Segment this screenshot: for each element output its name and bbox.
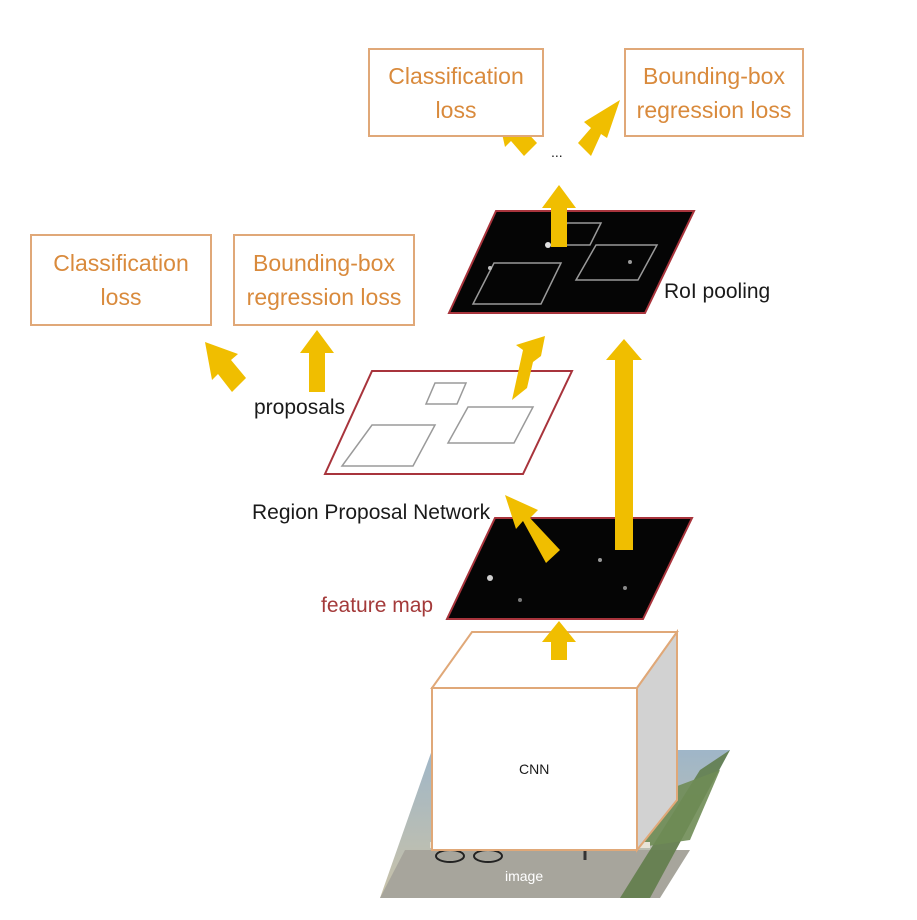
arrow-to-rpn-classification <box>205 342 246 392</box>
rpn-classification-loss-box: Classification loss <box>30 234 212 326</box>
region-proposal-network-label: Region Proposal Network <box>252 501 490 525</box>
rpn-bbox-loss-line1: Bounding-box <box>253 246 395 280</box>
roi-pooling-plane <box>449 211 694 313</box>
feature-map-label: feature map <box>321 594 433 618</box>
top-bbox-regression-loss-box: Bounding-box regression loss <box>624 48 804 137</box>
top-classification-loss-line1: Classification <box>388 59 524 93</box>
proposals-plane <box>325 371 572 474</box>
roi-pooling-label: RoI pooling <box>664 280 770 304</box>
rpn-bbox-regression-loss-box: Bounding-box regression loss <box>233 234 415 326</box>
feature-map-plane <box>447 518 692 619</box>
top-classification-loss-box: Classification loss <box>368 48 544 137</box>
rpn-classification-loss-line2: loss <box>101 280 142 314</box>
ellipsis-label: ... <box>551 144 563 160</box>
arrow-to-rpn-bbox <box>300 330 334 392</box>
rpn-classification-loss-line1: Classification <box>53 246 189 280</box>
cnn-block <box>432 632 677 850</box>
top-classification-loss-line2: loss <box>436 93 477 127</box>
top-bbox-loss-line1: Bounding-box <box>643 59 785 93</box>
rpn-bbox-loss-line2: regression loss <box>247 280 402 314</box>
top-bbox-loss-line2: regression loss <box>637 93 792 127</box>
cnn-label: CNN <box>519 761 549 777</box>
proposals-label: proposals <box>254 396 345 420</box>
arrow-to-top-bbox <box>578 100 620 156</box>
image-label: image <box>505 868 543 884</box>
